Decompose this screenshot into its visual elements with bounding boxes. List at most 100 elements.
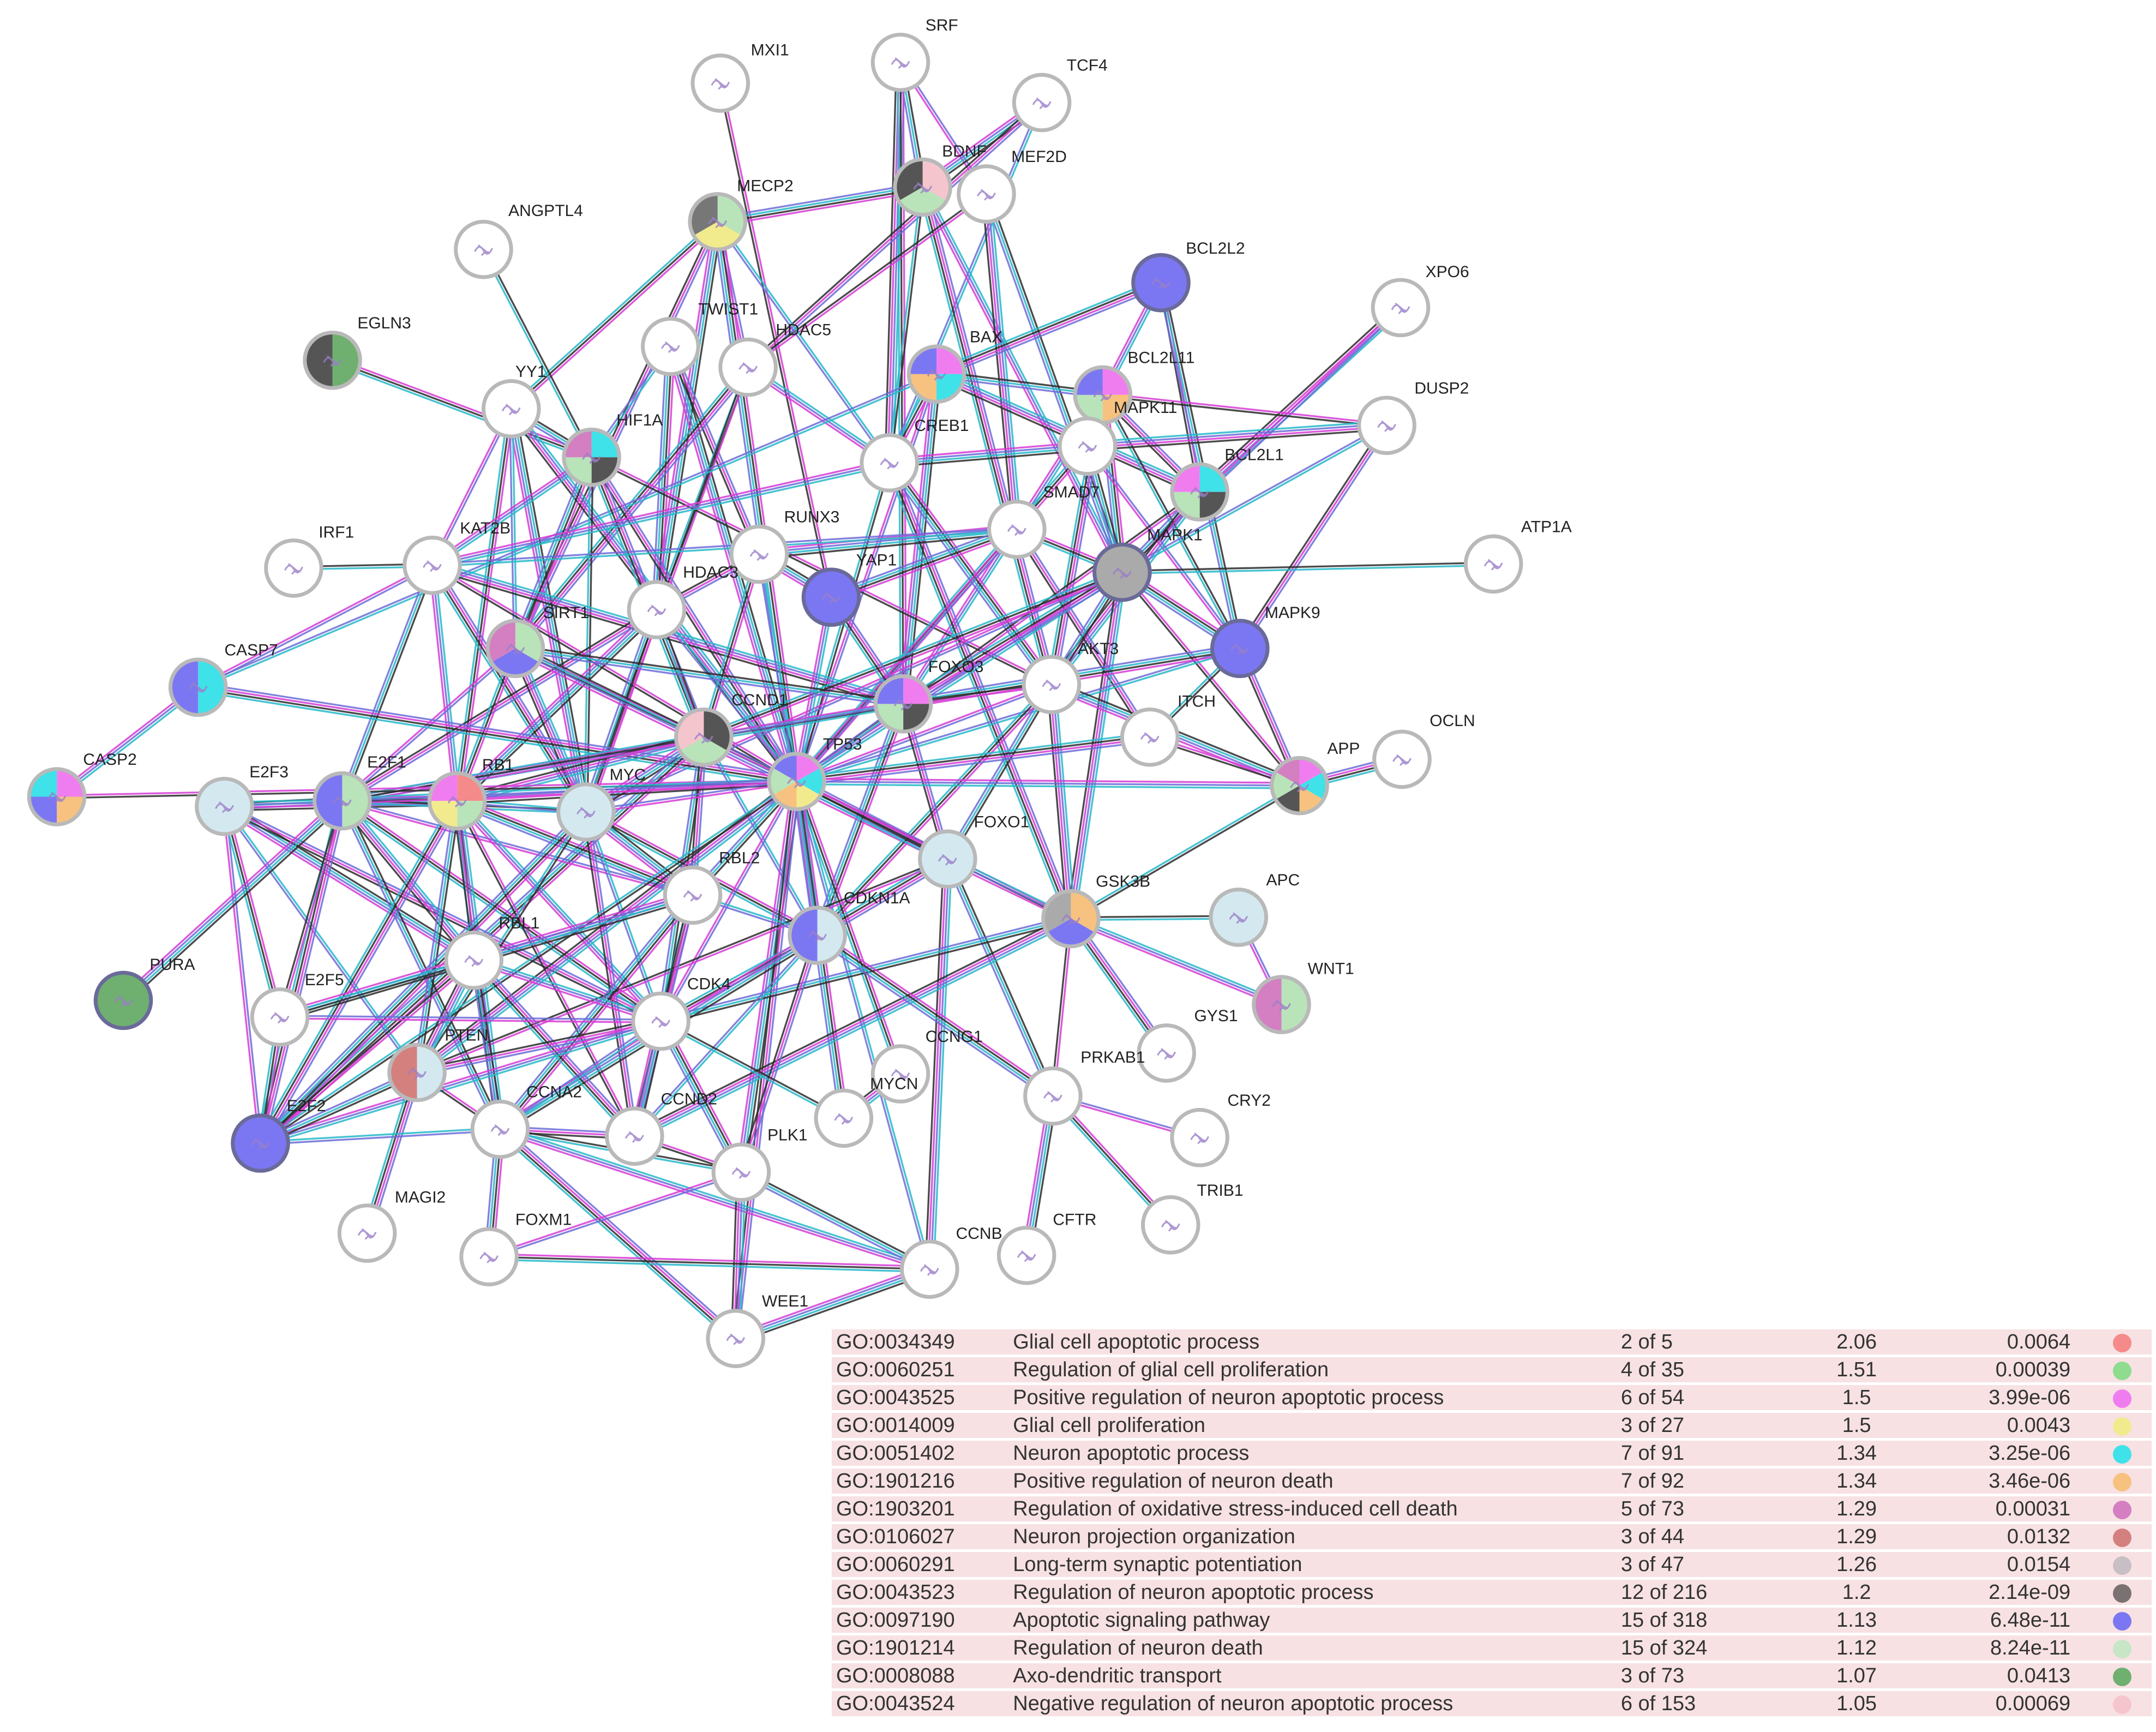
protein-node-e2f2[interactable]: E2F2 xyxy=(231,1097,326,1173)
interaction-edge xyxy=(1236,423,1390,651)
edge-line xyxy=(700,553,758,737)
protein-node-e2f5[interactable]: E2F5 xyxy=(250,971,344,1047)
protein-node-tcf4[interactable]: TCF4 xyxy=(1012,57,1108,133)
protein-node-magi2[interactable]: MAGI2 xyxy=(337,1189,446,1263)
protein-node-ccnd2[interactable]: CCND2 xyxy=(605,1090,717,1166)
protein-node-yy1[interactable]: YY1 xyxy=(481,363,546,439)
node-label: EGLN3 xyxy=(357,314,411,332)
node-color-segment xyxy=(875,676,904,704)
protein-node-kat2b[interactable]: KAT2B xyxy=(403,519,511,595)
protein-node-cftr[interactable]: CFTR xyxy=(996,1210,1096,1285)
protein-node-bdnf[interactable]: BDNF xyxy=(893,142,987,217)
protein-node-hif1a[interactable]: HIF1A xyxy=(562,411,663,487)
protein-node-creb1[interactable]: CREB1 xyxy=(860,417,969,493)
protein-node-ccng1[interactable]: CCNG1 xyxy=(870,1028,983,1104)
protein-node-pura[interactable]: PURA xyxy=(93,956,195,1030)
protein-node-app[interactable]: APP xyxy=(1270,740,1360,816)
edge-line xyxy=(431,565,458,801)
protein-node-runx3[interactable]: RUNX3 xyxy=(729,508,839,584)
node-outline xyxy=(631,991,690,1051)
interaction-edge xyxy=(1046,684,1076,919)
edge-line xyxy=(506,409,583,813)
protein-node-cdkn1a[interactable]: CDKN1A xyxy=(788,889,910,965)
protein-node-irf1[interactable]: IRF1 xyxy=(264,524,355,598)
go-description: Glial cell apoptotic process xyxy=(1008,1329,1617,1355)
protein-node-twist1[interactable]: TWIST1 xyxy=(641,301,759,376)
protein-node-plk1[interactable]: PLK1 xyxy=(711,1126,808,1202)
protein-node-sirt1[interactable]: SIRT1 xyxy=(485,604,589,679)
node-outline xyxy=(1141,1195,1200,1255)
protein-structure-icon xyxy=(738,362,758,374)
protein-node-itch[interactable]: ITCH xyxy=(1120,692,1216,767)
protein-node-gys1[interactable]: GYS1 xyxy=(1137,1007,1238,1083)
protein-node-akt3[interactable]: AKT3 xyxy=(1022,640,1119,715)
protein-node-prkab1[interactable]: PRKAB1 xyxy=(1023,1048,1145,1126)
protein-node-mxi1[interactable]: MXI1 xyxy=(690,41,789,113)
protein-node-ccna2[interactable]: CCNA2 xyxy=(470,1083,582,1159)
protein-node-ccnb1[interactable]: CCNB xyxy=(900,1225,1002,1299)
protein-node-e2f1[interactable]: E2F1 xyxy=(313,753,406,831)
protein-node-cry2[interactable]: CRY2 xyxy=(1170,1092,1271,1167)
protein-node-casp2[interactable]: CASP2 xyxy=(27,751,137,826)
protein-node-pten[interactable]: PTEN xyxy=(387,1027,489,1102)
protein-node-bax[interactable]: BAX xyxy=(906,328,1002,404)
protein-node-mapk11[interactable]: MAPK11 xyxy=(1058,399,1177,476)
protein-node-hdac3[interactable]: HDAC3 xyxy=(627,564,738,639)
protein-node-foxm1[interactable]: FOXM1 xyxy=(459,1210,572,1287)
edge-line xyxy=(717,187,923,224)
protein-node-mycn[interactable]: MYCN xyxy=(814,1075,918,1148)
protein-node-ccnd1[interactable]: CCND1 xyxy=(674,691,788,767)
protein-node-rb1[interactable]: RB1 xyxy=(427,756,514,831)
protein-node-tp53[interactable]: TP53 xyxy=(767,735,862,811)
protein-node-rbl2[interactable]: RBL2 xyxy=(663,849,760,925)
protein-node-mecp2[interactable]: MECP2 xyxy=(688,177,794,251)
protein-node-wnt1[interactable]: WNT1 xyxy=(1252,960,1354,1034)
protein-node-srf[interactable]: SRF xyxy=(870,16,958,92)
protein-node-rbl1[interactable]: RBL1 xyxy=(444,914,540,990)
protein-node-trib1[interactable]: TRIB1 xyxy=(1141,1182,1244,1255)
protein-node-myc[interactable]: MYC xyxy=(556,766,646,842)
protein-node-hdac5[interactable]: HDAC5 xyxy=(718,321,831,397)
protein-node-angptl4[interactable]: ANGPTL4 xyxy=(454,202,583,279)
protein-node-bcl2l11[interactable]: BCL2L11 xyxy=(1073,349,1194,425)
protein-node-mapk1[interactable]: MAPK1 xyxy=(1092,526,1203,602)
protein-node-mef2d[interactable]: MEF2D xyxy=(957,148,1067,224)
protein-node-bcl2l2[interactable]: BCL2L2 xyxy=(1131,239,1245,313)
protein-node-mapk9[interactable]: MAPK9 xyxy=(1210,604,1320,679)
protein-node-bcl2l1[interactable]: BCL2L1 xyxy=(1170,446,1284,522)
protein-node-atp1a1[interactable]: ATP1A xyxy=(1463,518,1572,594)
protein-node-gsk3b[interactable]: GSK3B xyxy=(1041,873,1151,949)
protein-node-yap1[interactable]: YAP1 xyxy=(801,551,897,627)
protein-node-foxo1[interactable]: FOXO1 xyxy=(918,813,1030,889)
edge-line xyxy=(417,812,588,1074)
protein-node-smad7[interactable]: SMAD7 xyxy=(987,483,1100,559)
protein-node-dusp2[interactable]: DUSP2 xyxy=(1357,379,1469,456)
protein-node-wee1[interactable]: WEE1 xyxy=(706,1292,808,1368)
protein-node-e2f3[interactable]: E2F3 xyxy=(195,763,289,836)
protein-node-apc[interactable]: APC xyxy=(1209,871,1300,947)
protein-node-cdk4[interactable]: CDK4 xyxy=(631,975,731,1051)
protein-node-foxo3[interactable]: FOXO3 xyxy=(873,658,984,734)
protein-node-casp7[interactable]: CASP7 xyxy=(168,641,278,717)
protein-node-egln3[interactable]: EGLN3 xyxy=(303,314,411,390)
protein-node-ocln[interactable]: OCLN xyxy=(1372,712,1475,789)
node-outline xyxy=(1170,462,1229,522)
edge-line xyxy=(1087,423,1387,446)
protein-structure-icon xyxy=(1272,999,1291,1011)
go-fdr: 0.0413 xyxy=(1925,1663,2093,1688)
protein-node-xpo6[interactable]: XPO6 xyxy=(1371,263,1469,338)
